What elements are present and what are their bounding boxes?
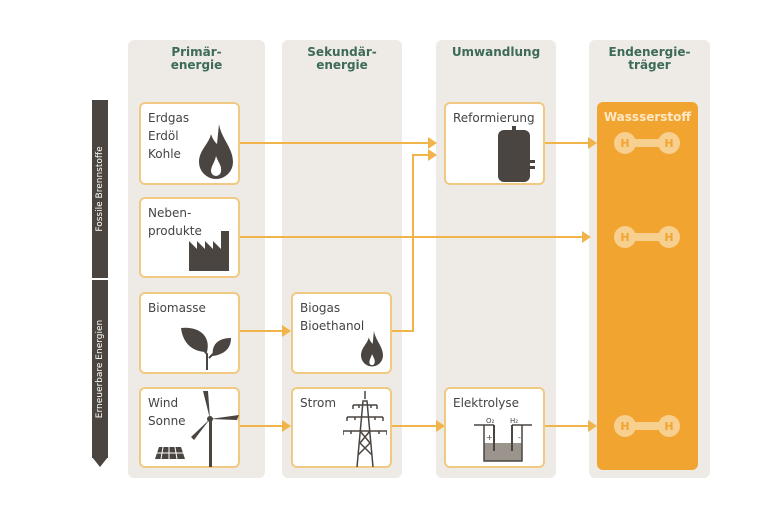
column-heading: Sekundär- energie	[307, 45, 377, 72]
wind-solar-icon	[155, 391, 239, 467]
box-fossil-fuels: Erdgas Erdöl Kohle	[139, 102, 240, 185]
factory-icon	[189, 231, 229, 271]
plus-label: +	[486, 433, 493, 442]
box-reforming: Reformierung	[444, 102, 545, 185]
atom-label: H	[664, 137, 673, 150]
box-label: Biomasse	[148, 301, 206, 315]
flame-icon	[361, 330, 383, 367]
flame-icon	[199, 124, 233, 179]
box-wind-sun: Wind Sonne	[139, 387, 240, 468]
atom-label: H	[664, 420, 673, 433]
o2-label: O₂	[486, 417, 495, 425]
box-label: Erdgas Erdöl Kohle	[148, 111, 190, 161]
atom-label: H	[620, 420, 629, 433]
reactor-tank-icon	[498, 126, 535, 182]
box-label: Elektrolyse	[453, 396, 520, 410]
atom-label: H	[620, 137, 629, 150]
atom-label: H	[620, 231, 629, 244]
box-biomass: Biomasse	[139, 292, 240, 374]
box-biogas: Biogas Bioethanol	[291, 292, 392, 374]
electrolysis-cell-icon	[474, 424, 532, 462]
column-heading: Primär- energie	[170, 45, 223, 72]
side-label-fossil: Fossile Brennstoffe	[92, 100, 108, 278]
box-byproducts: Neben- produkte	[139, 197, 240, 278]
box-power: Strom	[291, 387, 392, 468]
down-arrow-icon	[92, 457, 108, 467]
box-label: Neben- produkte	[148, 206, 202, 238]
hydrogen-title: Wassserstoff	[603, 110, 692, 124]
column-heading: Umwandlung	[451, 45, 541, 59]
box-electrolysis: Elektrolyse O₂ H₂ + -	[444, 387, 545, 468]
side-label-renewable: Erneuerbare Energien	[92, 280, 108, 458]
atom-label: H	[664, 231, 673, 244]
column-heading: Endenergie- träger	[608, 45, 691, 72]
plant-icon	[181, 327, 231, 370]
h2-label: H₂	[510, 417, 519, 425]
power-pylon-icon	[343, 391, 387, 467]
box-label: Biogas Bioethanol	[300, 301, 365, 333]
minus-label: -	[518, 433, 521, 442]
box-label: Reformierung	[453, 111, 535, 125]
box-label: Wind Sonne	[148, 396, 186, 428]
box-label: Strom	[300, 396, 337, 410]
